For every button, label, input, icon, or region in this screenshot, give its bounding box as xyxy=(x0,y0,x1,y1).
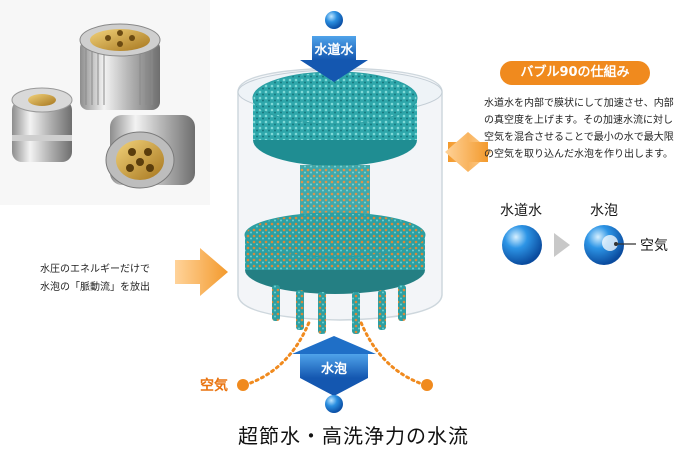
foam-outlet-arrow xyxy=(292,336,376,396)
aerator-right-image xyxy=(105,115,195,189)
foam-drop-icon xyxy=(325,395,343,413)
air-intake-dotted-lines xyxy=(243,318,427,387)
bottom-caption: 超節水・高洗浄力の水流 xyxy=(238,424,469,448)
water-drop-icon xyxy=(325,11,343,29)
left-note: 水圧のエネルギーだけで 水泡の「脈動流」を放出 xyxy=(40,261,180,297)
aerator-top-image xyxy=(79,23,161,110)
left-note-line2: 水泡の「脈動流」を放出 xyxy=(40,282,150,293)
left-note-line1: 水圧のエネルギーだけで xyxy=(40,264,150,275)
legend-water-label: 水道水 xyxy=(500,203,542,219)
left-note-pointer-arrow xyxy=(175,248,228,296)
air-bubble-icon xyxy=(602,235,618,251)
legend-air-label: 空気 xyxy=(640,238,668,254)
aerator-left-image xyxy=(11,87,73,162)
mechanism-heading: バブル90の仕組み xyxy=(500,61,650,85)
air-label: 空気 xyxy=(200,378,228,394)
air-point-left-icon xyxy=(237,379,249,391)
water-inlet-label: 水道水 xyxy=(314,43,354,58)
mechanism-description: 水道水を内部で膜状にして加速させ、内部の真空度を上げます。その加速水流に対し空気… xyxy=(484,98,674,160)
product-photo xyxy=(0,0,210,205)
foam-outlet-label: 水泡 xyxy=(320,362,347,377)
transform-arrow-icon xyxy=(554,233,570,257)
water-ball-icon xyxy=(502,225,542,265)
air-point-right-icon xyxy=(421,379,433,391)
aerator-cross-section xyxy=(237,67,443,334)
legend-foam-label: 水泡 xyxy=(590,203,618,219)
water-inlet-arrow xyxy=(300,36,368,82)
